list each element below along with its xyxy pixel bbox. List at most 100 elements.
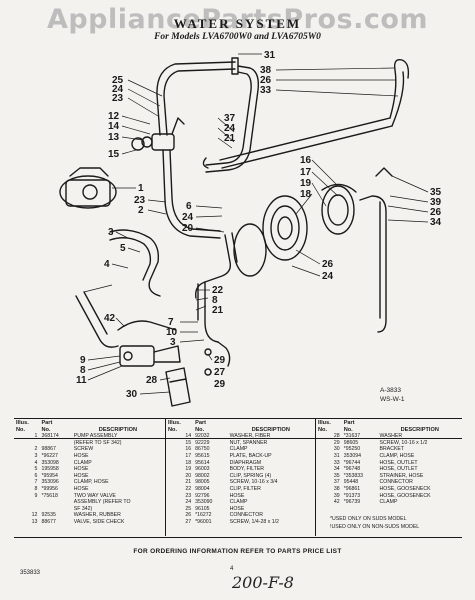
- callout-26: 26: [260, 75, 272, 86]
- hose-21-inner: [205, 71, 252, 166]
- callout-30: 30: [126, 389, 138, 400]
- hose-3: [75, 295, 119, 348]
- valve-13: [151, 133, 175, 151]
- callout-10: 10: [166, 327, 178, 338]
- table-divider-2: [315, 418, 316, 536]
- callout-14: 14: [108, 121, 120, 132]
- page-number: 4: [230, 566, 234, 572]
- note-suds-model: *USED ONLY ON SUDS MODEL: [330, 516, 407, 522]
- page-code: 353833: [20, 570, 41, 576]
- header-illus: Illus.No.: [16, 420, 29, 433]
- table-header-rule: [14, 438, 462, 439]
- drawing-reference: A-3833 WS-W-1: [380, 386, 404, 404]
- clamp-31: [231, 57, 239, 75]
- hose-23: [162, 149, 221, 239]
- callout-2: 2: [138, 205, 144, 216]
- callout-16: 16: [300, 155, 312, 166]
- reference-line-1: A-3833: [380, 387, 401, 394]
- callout-35: 35: [430, 187, 442, 198]
- callout-23: 23: [112, 93, 124, 104]
- table-row: SF 342): [73, 505, 93, 512]
- callout-15: 15: [108, 149, 120, 160]
- header-desc: DESCRIPTION: [400, 426, 439, 433]
- callout-29b: 29: [214, 379, 226, 390]
- callout-5: 5: [120, 243, 126, 254]
- diagram-subtitle: For Models LVA6700W0 and LVA6705W0: [154, 32, 321, 42]
- header-illus: Illus.No.: [168, 420, 181, 433]
- callout-21b: 21: [212, 305, 224, 316]
- header-desc: DESCRIPTION: [251, 426, 290, 433]
- callout-3: 3: [108, 227, 114, 238]
- hose-33: [219, 117, 391, 161]
- callout-25: 25: [112, 75, 124, 86]
- nut-15: [131, 137, 145, 151]
- callout-29: 29: [214, 355, 226, 366]
- table-divider-1: [165, 418, 166, 536]
- bracket-30: [165, 367, 191, 407]
- callout-17: 17: [300, 167, 312, 178]
- callout-33: 33: [260, 85, 272, 96]
- callout-24c: 24: [182, 212, 194, 223]
- callout-24d: 24: [322, 271, 334, 282]
- hose-33-inner: [221, 125, 393, 169]
- callout-19: 19: [300, 178, 312, 189]
- callout-39: 39: [430, 197, 442, 208]
- exploded-parts-diagram: 31 25 24 23 38 26 33 12 14 13 15 37 24 2…: [59, 50, 442, 407]
- callout-18: 18: [300, 189, 312, 200]
- callout-9: 9: [80, 355, 86, 366]
- pump-assembly: [59, 175, 117, 209]
- callout-37: 37: [224, 113, 236, 124]
- gooseneck-38: [389, 59, 410, 119]
- callout-22: 22: [212, 285, 224, 296]
- gooseneck-38-inner: [391, 71, 405, 127]
- callout-34: 34: [430, 217, 442, 228]
- check-valve-12: [171, 117, 185, 135]
- filter-body-19: [233, 223, 267, 277]
- header-desc: DESCRIPTION: [98, 426, 138, 433]
- callout-24b: 24: [224, 123, 236, 134]
- callout-8: 8: [212, 295, 218, 306]
- hose-7: [204, 281, 219, 343]
- table-top-rule: [14, 418, 462, 419]
- header-illus: Illus.No.: [318, 420, 331, 433]
- hose-5-inner: [109, 237, 152, 281]
- callout-12: 12: [108, 111, 120, 122]
- callout-26c: 26: [322, 259, 334, 270]
- hose-23-inner: [169, 149, 221, 232]
- callout-26b: 26: [430, 207, 442, 218]
- callout-21: 21: [224, 133, 236, 144]
- handwritten-note: 200-F-8: [232, 573, 294, 592]
